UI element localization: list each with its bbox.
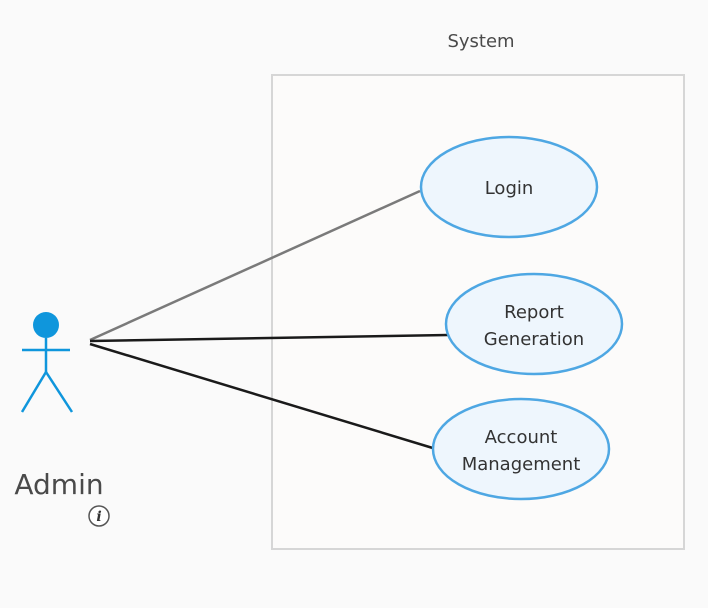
use-case-report-generation-label-line-2: Generation <box>484 329 584 350</box>
actor-admin-label: Admin <box>14 468 103 501</box>
association-admin-account-management <box>89 342 437 451</box>
use-case-account-management-label-line-1: Account <box>485 427 558 448</box>
actor-right-leg <box>44 371 74 413</box>
use-case-account-management-label-line-2: Management <box>462 454 581 475</box>
use-case-login-label: Login <box>485 178 534 199</box>
association-admin-login <box>89 189 421 342</box>
info-icon[interactable]: i <box>88 505 110 527</box>
use-case-report-generation-ellipse <box>444 272 624 376</box>
system-title: System <box>447 31 514 52</box>
actor-admin[interactable] <box>20 312 74 413</box>
actor-left-leg <box>20 371 48 413</box>
use-case-login[interactable]: Login <box>419 135 599 239</box>
info-icon-circle <box>88 505 110 527</box>
actor-head <box>33 312 59 338</box>
use-case-report-generation-label-line-1: Report <box>504 302 564 323</box>
use-case-login-ellipse <box>419 135 599 239</box>
use-case-report-generation[interactable]: Report Generation <box>444 272 624 376</box>
use-case-account-management-ellipse <box>431 397 611 501</box>
association-admin-report-generation <box>89 333 449 343</box>
use-case-account-management[interactable]: Account Management <box>431 397 611 501</box>
info-icon-glyph: i <box>96 509 101 525</box>
